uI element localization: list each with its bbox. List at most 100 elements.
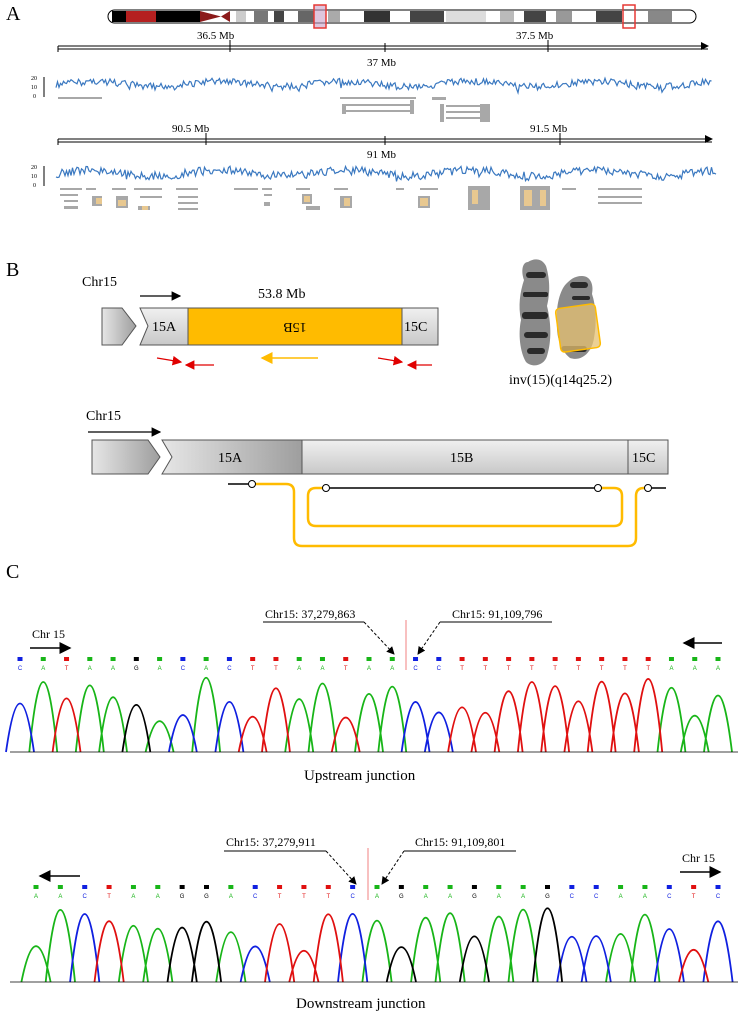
trace-t — [51, 678, 664, 753]
base-call: C — [253, 894, 258, 900]
base-call: C — [83, 894, 88, 900]
primer-arrow-1 — [156, 355, 183, 366]
base-call: A — [375, 894, 379, 900]
base-marker — [252, 885, 258, 889]
upstream-caption: Upstream junction — [304, 768, 416, 784]
base-marker — [715, 657, 721, 661]
base-marker — [179, 885, 185, 889]
bottom-segment-15a — [161, 439, 303, 475]
base-call: A — [669, 666, 673, 672]
base-call: A — [497, 894, 501, 900]
top-segment-15a-label: 15A — [152, 320, 177, 335]
base-call: G — [204, 894, 209, 900]
base-marker — [155, 885, 161, 889]
base-marker — [350, 885, 356, 889]
downstream-right-coord: Chr15: 91,109,801 — [415, 835, 505, 849]
base-call: T — [251, 666, 255, 672]
base-marker — [423, 885, 429, 889]
downstream-caption: Downstream junction — [296, 996, 426, 1012]
track1-tick-right: 37.5 Mb — [516, 30, 554, 42]
track2-ytick-20: 20 — [31, 165, 37, 171]
base-call: A — [619, 894, 623, 900]
base-marker — [436, 657, 442, 661]
base-marker — [447, 885, 453, 889]
genome-track-2: 90.5 Mb 91.5 Mb 91 Mb 20 10 0 — [31, 123, 717, 210]
base-marker — [130, 885, 136, 889]
base-call: A — [320, 666, 324, 672]
base-call: G — [180, 894, 185, 900]
base-marker — [277, 885, 283, 889]
base-call: T — [577, 666, 581, 672]
bottom-chr-label: Chr15 — [86, 409, 121, 424]
base-call: A — [448, 894, 452, 900]
base-marker — [618, 885, 624, 889]
inversion-schematic-bottom: Chr15 15A 15B 15C — [86, 409, 669, 548]
base-call: G — [545, 894, 550, 900]
base-call: G — [399, 894, 404, 900]
base-call: T — [302, 894, 306, 900]
coverage-line-2 — [55, 164, 717, 183]
base-call: T — [646, 666, 650, 672]
karyotype-image: inv(15)(q14q25.2) — [509, 259, 612, 388]
base-marker — [40, 657, 46, 661]
base-marker — [482, 657, 488, 661]
base-call: C — [350, 894, 355, 900]
base-marker — [17, 657, 23, 661]
bottom-segment-15b — [301, 439, 629, 475]
base-marker — [343, 657, 349, 661]
base-marker — [520, 885, 526, 889]
base-marker — [645, 657, 651, 661]
base-marker — [529, 657, 535, 661]
base-marker — [668, 657, 674, 661]
junction-path-outer — [252, 482, 648, 548]
top-segment-15c — [401, 307, 439, 346]
downstream-trace — [10, 907, 738, 983]
coverage-line-1 — [55, 76, 712, 95]
base-marker — [459, 657, 465, 661]
trace-g — [121, 704, 152, 753]
base-call: T — [274, 666, 278, 672]
track2-ytick-10: 10 — [31, 174, 37, 180]
base-call: A — [58, 894, 62, 900]
karyotype-label: inv(15)(q14q25.2) — [509, 373, 612, 388]
upstream-chromatogram: Chr 15 Chr15: 37,279,863 Chr15: 91,109,7… — [5, 607, 738, 784]
base-marker — [319, 657, 325, 661]
base-marker — [204, 885, 209, 889]
base-call: A — [41, 666, 45, 672]
base-marker — [569, 885, 575, 889]
base-call: C — [413, 666, 418, 672]
trace-t — [93, 913, 710, 983]
base-call: A — [716, 666, 720, 672]
base-call: T — [623, 666, 627, 672]
base-marker — [599, 657, 605, 661]
base-marker — [273, 657, 279, 661]
base-call: A — [156, 894, 160, 900]
base-call: C — [716, 894, 721, 900]
base-marker — [692, 657, 698, 661]
base-marker — [250, 657, 256, 661]
base-call: A — [34, 894, 38, 900]
base-call: C — [181, 666, 186, 672]
track1-tick-left: 36.5 Mb — [197, 30, 235, 42]
base-call: A — [693, 666, 697, 672]
base-call: G — [134, 666, 139, 672]
base-marker — [64, 657, 70, 661]
track2-center-label: 91 Mb — [367, 149, 397, 161]
top-chr-label: Chr15 — [82, 275, 117, 290]
bottom-centromere-arm — [91, 439, 161, 475]
base-marker — [180, 657, 186, 661]
base-marker — [57, 885, 63, 889]
trace-c — [5, 701, 454, 753]
base-call: A — [111, 666, 115, 672]
base-call: G — [472, 894, 477, 900]
base-call: T — [692, 894, 696, 900]
base-marker — [82, 885, 88, 889]
base-call: A — [229, 894, 233, 900]
base-marker — [398, 885, 404, 889]
top-segment-15c-label: 15C — [404, 320, 427, 335]
base-call: T — [344, 666, 348, 672]
base-marker — [87, 657, 93, 661]
